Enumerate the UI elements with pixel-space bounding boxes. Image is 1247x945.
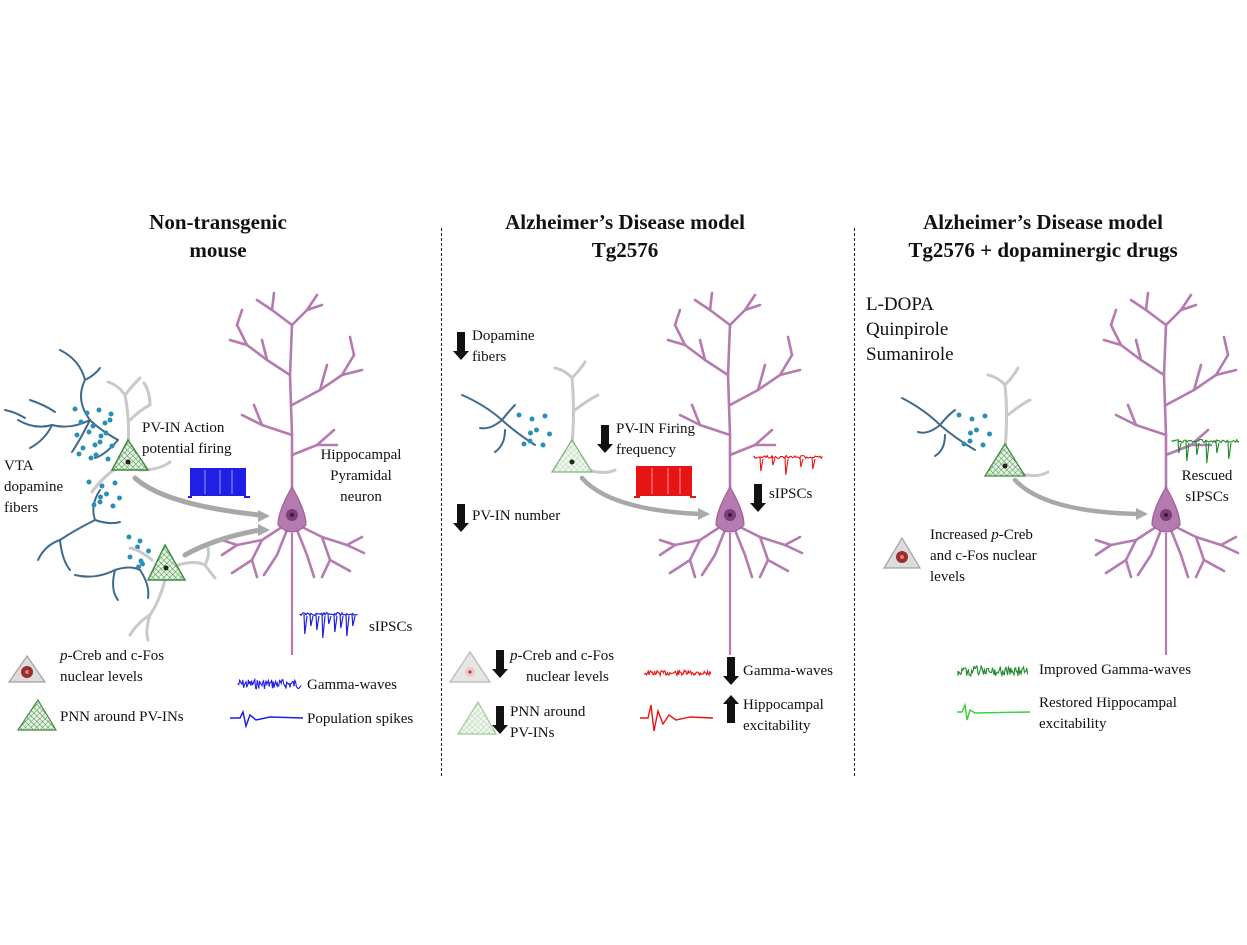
- pyramidal-neuron-label: Hippocampal Pyramidal neuron: [320, 447, 402, 505]
- gamma-trace-panel1: [237, 677, 302, 690]
- dopamine-fibers-label-panel2: Dopamine fibers: [472, 328, 535, 365]
- panel-divider-1: [441, 228, 442, 776]
- vta-fibers-panel3: [901, 397, 976, 457]
- sipsc-label-panel1: sIPSCs: [369, 619, 413, 635]
- pyramidal-neuron-panel3: [1094, 291, 1240, 655]
- gamma-trace-panel2: [644, 669, 712, 678]
- gamma-trace-panel3: [957, 664, 1029, 678]
- gamma-label-panel3: Improved Gamma-waves: [1039, 662, 1192, 678]
- change-arrows-panel2: [453, 332, 766, 734]
- firing-trace-panel2: [634, 466, 696, 498]
- inhibitory-axon-panel2: [579, 475, 703, 517]
- excitability-label-panel3: Restored Hippocampal excitability: [1039, 695, 1177, 732]
- popspike-label-panel1: Population spikes: [307, 711, 414, 727]
- dopamine-release-dots-panel2: [516, 412, 552, 448]
- creb-cell-icon-panel1: [7, 654, 47, 683]
- synapse-terminal-panel3: [1136, 508, 1148, 520]
- creb-label-panel3: Increased p-Creb and c-Fos nuclear level…: [930, 527, 1037, 585]
- dopamine-release-dots-panel1: [72, 406, 151, 570]
- population-spike-trace-panel1: [230, 709, 304, 729]
- rescued-sipsc-label: Rescued sIPSCs: [1181, 468, 1233, 505]
- pyramidal-neuron-panel1: [220, 291, 366, 655]
- dopamine-release-dots-panel3: [956, 412, 992, 448]
- population-spike-trace-panel3: [957, 702, 1031, 721]
- pnn-cell-icon-panel2: [456, 700, 498, 735]
- inhibitory-axon-panel3: [1012, 477, 1141, 517]
- panel3-title: Alzheimer’s Disease model Tg2576 + dopam…: [908, 210, 1178, 262]
- synapse-terminal-panel2: [698, 508, 710, 520]
- gamma-label-panel1: Gamma-waves: [307, 677, 397, 693]
- excitability-label-panel2: Hippocampal excitability: [743, 697, 824, 734]
- pnn-label-panel1: PNN around PV-INs: [60, 709, 184, 725]
- sipsc-label-panel2: sIPSCs: [769, 486, 813, 502]
- panel1-title: Non-transgenic mouse: [149, 210, 287, 262]
- vta-fibers-panel2: [461, 394, 536, 453]
- drug-list: L-DOPA Quinpirole Sumanirole: [866, 294, 954, 365]
- pv-interneuron-2-panel1: [128, 543, 217, 642]
- pvin-number-label: PV-IN number: [472, 508, 561, 524]
- panel-divider-2: [854, 228, 855, 776]
- synapse-terminals-panel1: [258, 510, 270, 536]
- pvin-firing-label-panel1: PV-IN Action potential firing: [142, 420, 232, 457]
- rescued-sipsc-trace-panel3: [1171, 438, 1240, 464]
- pyramidal-neuron-panel2: [658, 291, 804, 655]
- creb-label-panel2: p-Creb and c-Fos nuclear levels: [510, 648, 615, 685]
- panel2-title: Alzheimer’s Disease model Tg2576: [505, 210, 745, 262]
- pnn-cell-icon-panel1: [16, 698, 58, 731]
- ap-firing-trace-panel1: [188, 468, 250, 498]
- sipsc-trace-panel1: [299, 611, 358, 639]
- pvin-firing-label-panel2: PV-IN Firing frequency: [616, 421, 696, 458]
- pv-interneuron-1-panel1: [90, 376, 172, 494]
- creb-cell-icon-panel3: [882, 536, 922, 569]
- pv-interneuron-panel2: [550, 360, 617, 474]
- creb-cell-icon-panel2: [448, 650, 492, 683]
- vta-label: VTA dopamine fibers: [4, 458, 64, 516]
- creb-label-panel1: p-Creb and c-Fos nuclear levels: [60, 648, 165, 685]
- sipsc-trace-panel2: [753, 454, 823, 476]
- pnn-label-panel2: PNN around PV-INs: [510, 704, 586, 741]
- inhibitory-axons-panel1: [132, 475, 263, 558]
- pv-interneuron-panel3: [983, 366, 1050, 478]
- population-spike-trace-panel2: [640, 704, 714, 732]
- gamma-label-panel2: Gamma-waves: [743, 663, 833, 679]
